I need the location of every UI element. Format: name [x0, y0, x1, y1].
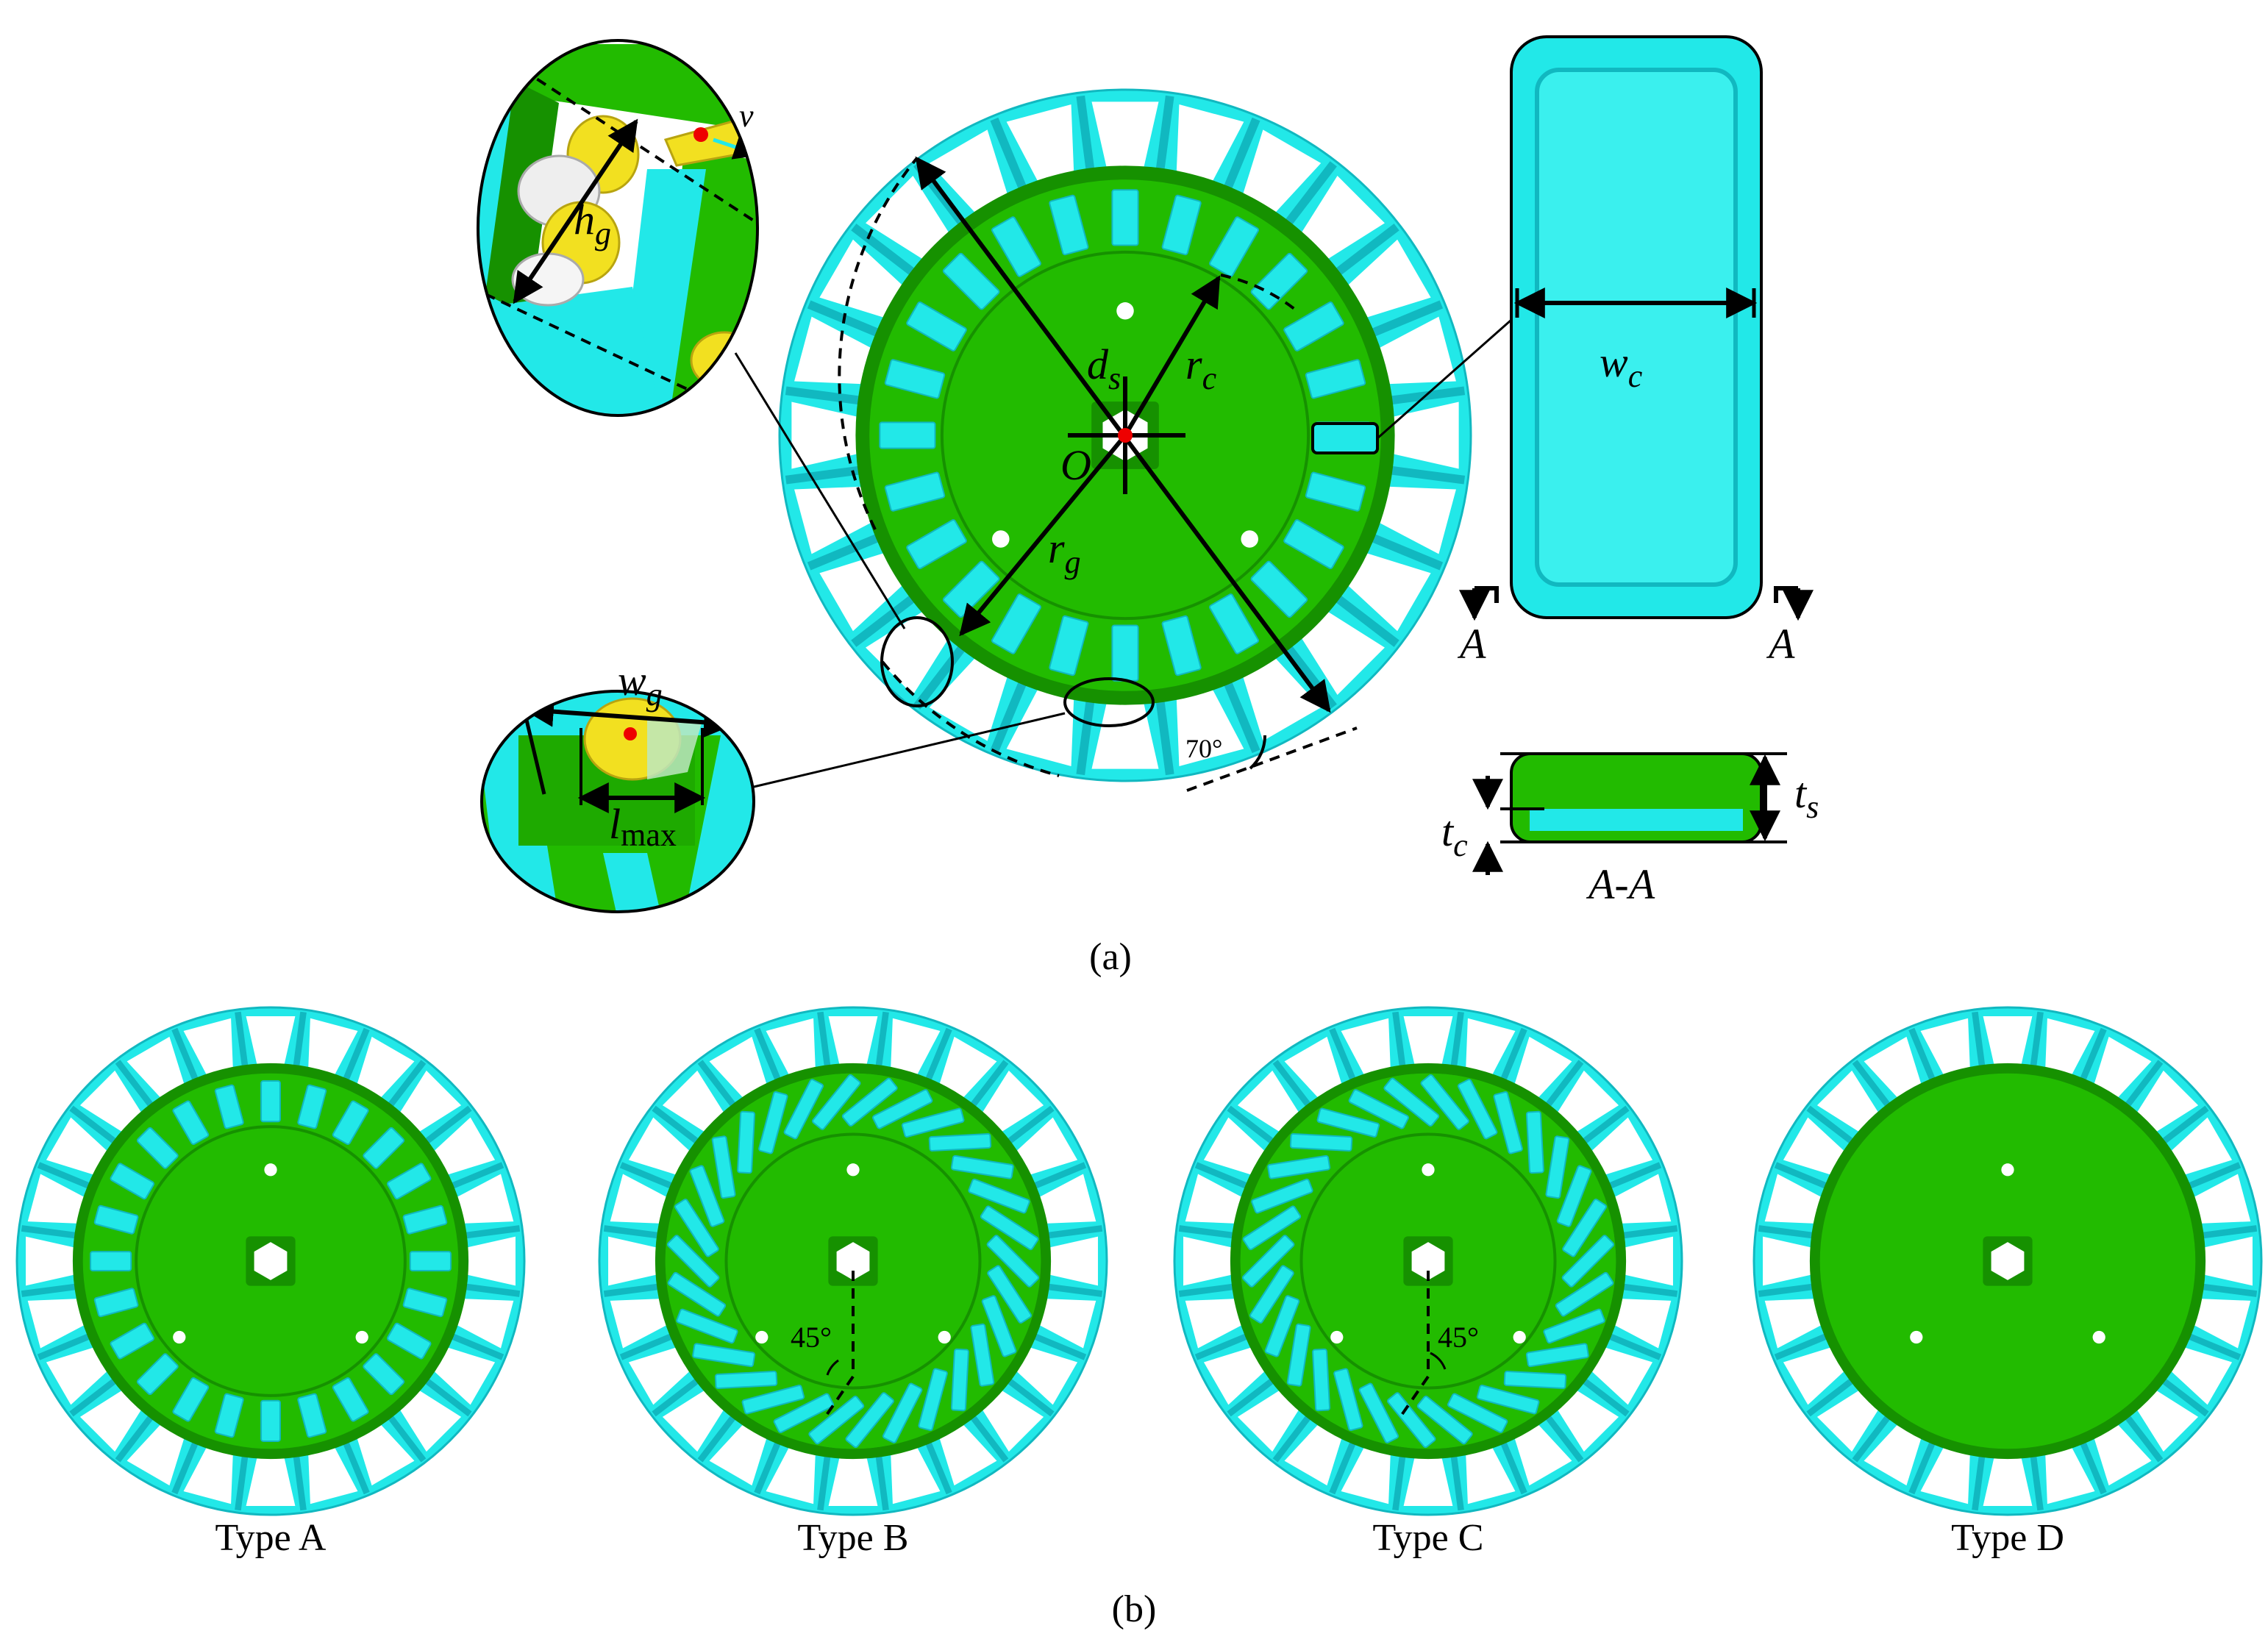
label-O: O	[1060, 441, 1091, 489]
label-type-b: Type B	[798, 1517, 909, 1559]
label-wc: wc	[1600, 338, 1643, 394]
label-section-right: A	[1766, 620, 1795, 668]
type-c-angle-label: 45°	[1438, 1321, 1479, 1354]
label-section-left: A	[1457, 620, 1486, 668]
label-ds: ds	[1087, 340, 1121, 396]
outer-dashed-arc-bottom	[881, 660, 1060, 777]
zoom-grain-hole: hg v	[477, 39, 759, 417]
label-lmax: lmax	[609, 800, 677, 853]
disc-type-d	[1752, 1006, 2263, 1516]
rc-arc	[1220, 274, 1296, 310]
label-hg: hg	[574, 196, 611, 251]
label-type-c: Type C	[1373, 1517, 1484, 1559]
main-disc-annotations: ds rc O rg 70°	[734, 156, 1518, 792]
label-section-aa: A-A	[1586, 860, 1655, 908]
angle-arc	[1249, 735, 1267, 770]
label-type-d: Type D	[1951, 1517, 2064, 1559]
type-c-angle: 45°	[1397, 1271, 1479, 1421]
disc-type-c	[1173, 1006, 1683, 1516]
zoom-marker-bottom	[1063, 677, 1155, 727]
outer-dashed-arc	[838, 157, 918, 530]
radius-rc-line	[1123, 275, 1221, 437]
zoom-grain-width: wg lmax	[480, 657, 755, 913]
disc-type-b	[598, 1006, 1108, 1516]
angle-ref-line	[1186, 727, 1358, 792]
zoom-leader-top	[734, 352, 906, 629]
label-angle-70: 70°	[1185, 734, 1222, 763]
type-b-angle-label: 45°	[791, 1321, 832, 1354]
panel-a: ds rc O rg 70°	[477, 35, 1819, 978]
caption-a: (a)	[1089, 936, 1132, 978]
center-point	[1118, 428, 1133, 443]
panel-b: 45° 45° Type A Type B Type C Type D (b)	[15, 1006, 2263, 1630]
zoom-leader-bottom	[753, 712, 1066, 788]
cell-top-view: wc A A	[1457, 35, 1814, 668]
cell-section-view: tc ts A-A	[1441, 752, 1819, 908]
label-ts: ts	[1794, 769, 1819, 825]
zoom-marker-left	[880, 616, 954, 707]
label-tc: tc	[1441, 807, 1468, 863]
type-b-angle: 45°	[791, 1271, 855, 1421]
label-rg: rg	[1048, 524, 1081, 580]
label-v: v	[739, 98, 754, 134]
label-rc: rc	[1185, 340, 1217, 396]
cell-highlight	[1311, 422, 1379, 454]
caption-b: (b)	[1112, 1588, 1157, 1630]
disc-type-a	[15, 1006, 526, 1516]
label-type-a: Type A	[215, 1517, 327, 1559]
cell-leader	[1377, 313, 1518, 440]
radius-rg-line	[959, 434, 1127, 637]
label-wg: wg	[618, 657, 663, 713]
